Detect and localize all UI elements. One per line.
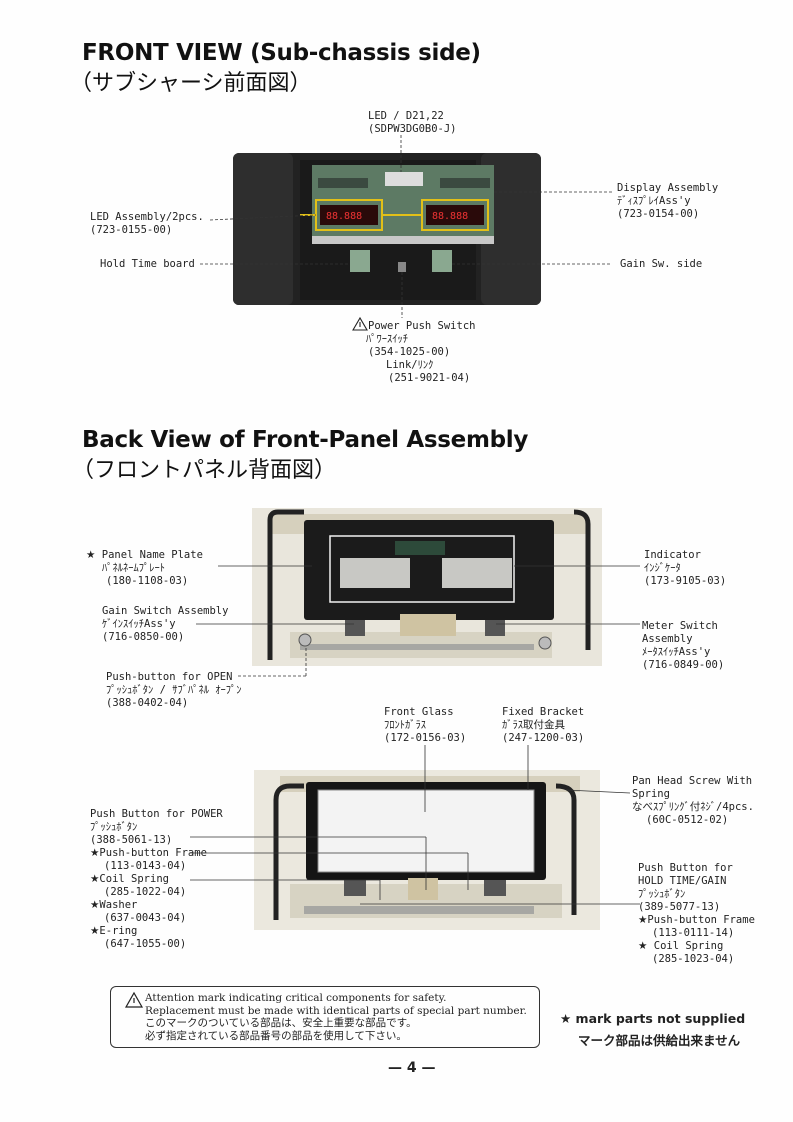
front-view-title-jp: （サブシャーシ前面図） — [70, 71, 312, 96]
not-supplied-note: ★ mark parts not supplied — [560, 1011, 746, 1026]
front-view-title: FRONT VIEW (Sub-chassis side) — [82, 40, 481, 66]
label-gain-sw-side: Gain Sw. side — [620, 258, 703, 270]
label-front-glass: Front Glass ﾌﾛﾝﾄｶﾞﾗｽ (172-0156-03) — [384, 706, 467, 744]
label-panel-name-plate: ★ Panel Name Plate ﾊﾟﾈﾙﾈｰﾑﾌﾟﾚｰﾄ (180-110… — [86, 549, 203, 587]
star-mark: ★ — [86, 549, 96, 561]
label-meter-switch-assembly: Meter Switch Assembly ﾒｰﾀｽｲｯﾁAss'y (716-… — [642, 620, 725, 671]
label-hold-time-board: Hold Time board — [100, 258, 195, 270]
star-mark: ★ — [90, 899, 100, 911]
label-gain-switch-assembly: Gain Switch Assembly ｹﾞｲﾝｽｲｯﾁAss'y (716-… — [102, 605, 229, 643]
label-push-button-power: Push Button for POWER ﾌﾟｯｼｭﾎﾞﾀﾝ (388-506… — [90, 808, 223, 950]
star-mark: ★ — [90, 925, 100, 937]
label-fixed-bracket: Fixed Bracket ｶﾞﾗｽ取付金具 (247-1200-03) — [502, 706, 585, 744]
label-power-push-switch: Power Push Switch ﾊﾟﾜｰｽｲｯﾁ (354-1025-00)… — [366, 320, 476, 384]
warning-triangle — [124, 991, 144, 1008]
safety-warning-box: Attention mark indicating critical compo… — [110, 986, 540, 1048]
warning-triangle-power — [352, 316, 368, 331]
star-mark: ★ — [90, 873, 100, 885]
led-digits-right: 88.888 — [432, 211, 468, 222]
sub-chassis-photo — [233, 153, 541, 305]
label-display-assembly: Display Assembly ﾃﾞｨｽﾌﾟﾚｲAss'y (723-0154… — [617, 182, 719, 220]
back-view-title-jp: （フロントパネル背面図） — [72, 458, 337, 483]
star-mark: ★ — [90, 847, 100, 859]
star-mark: ★ — [638, 914, 648, 926]
star-mark: ★ — [638, 940, 648, 952]
not-supplied-note-jp: マーク部品は供給出来ません — [578, 1033, 741, 1048]
label-led-assembly: LED Assembly/2pcs. (723-0155-00) — [90, 211, 204, 236]
label-led-d21: LED / D21,22 (SDPW3DG0B0-J) — [368, 110, 457, 135]
safety-warning-text: Attention mark indicating critical compo… — [145, 992, 527, 1042]
front-panel-glass-photo — [254, 770, 600, 930]
page-number: — 4 — — [388, 1060, 436, 1076]
label-pan-head-screw: Pan Head Screw With Spring なべｽﾌﾟﾘﾝｸﾞ付ﾈｼﾞ… — [632, 775, 754, 826]
led-digits-left: 88.888 — [326, 211, 362, 222]
front-panel-back-photo — [252, 508, 602, 666]
label-push-button-hold: Push Button for HOLD TIME/GAIN ﾌﾟｯｼｭﾎﾞﾀﾝ… — [638, 862, 755, 965]
back-view-title: Back View of Front-Panel Assembly — [82, 427, 529, 453]
label-indicator: Indicator ｲﾝｼﾞｹｰﾀ (173-9105-03) — [644, 549, 727, 587]
label-push-button-open: Push-button for OPEN ﾌﾟｯｼｭﾎﾞﾀﾝ / ｻﾌﾞﾊﾟﾈﾙ… — [106, 671, 242, 709]
